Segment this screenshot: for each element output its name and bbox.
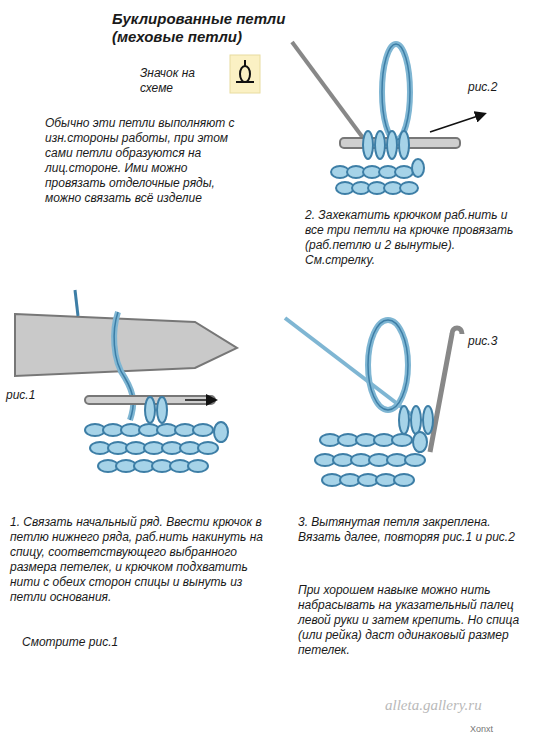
step-text: 1. Связать начальный ряд. Ввести крючок …: [10, 515, 265, 605]
figure-label: рис.3: [468, 334, 528, 349]
tip-note: При хорошем навыке можно нить набрасыват…: [298, 583, 523, 658]
figure-label: рис.1: [6, 388, 56, 403]
step-text: 2. Захекатить крючком раб.нить и все три…: [305, 208, 525, 268]
figure-1: [15, 290, 237, 472]
symbol-caption: Значок на схеме: [140, 66, 225, 96]
step-text: 3. Вытянутая петля закреплена. Вязать да…: [298, 515, 523, 545]
watermark: Xonxt: [470, 722, 520, 737]
watermark: alleta.gallery.ru: [385, 698, 525, 713]
title: Буклированные петли (меховые петли): [112, 10, 302, 46]
figure-2: [292, 42, 484, 194]
chart-symbol: [230, 55, 260, 93]
figure-3: [285, 318, 462, 486]
intro-note: Обычно эти петли выполняют с изн.стороны…: [45, 116, 250, 206]
reference-note: Смотрите рис.1: [22, 635, 222, 650]
figure-label: рис.2: [468, 80, 528, 95]
